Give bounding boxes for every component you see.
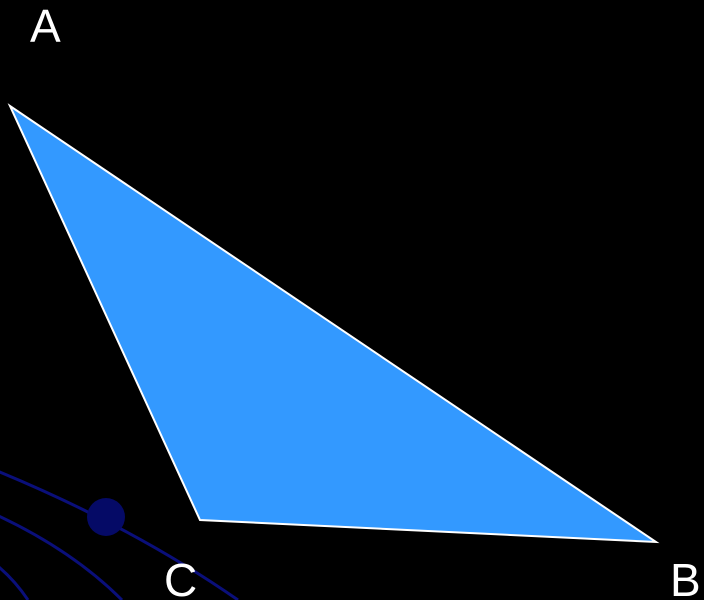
- decorative-dot: [87, 498, 125, 536]
- vertex-label-b: B: [670, 554, 701, 600]
- decorative-arc-1: [0, 470, 239, 600]
- vertex-label-a: A: [30, 0, 61, 52]
- vertex-label-c: C: [164, 554, 197, 600]
- triangle-abc: [7, 103, 660, 544]
- decorative-arc-2: [0, 514, 124, 600]
- decorative-arc-3: [0, 566, 30, 600]
- background-decoration: [0, 470, 239, 600]
